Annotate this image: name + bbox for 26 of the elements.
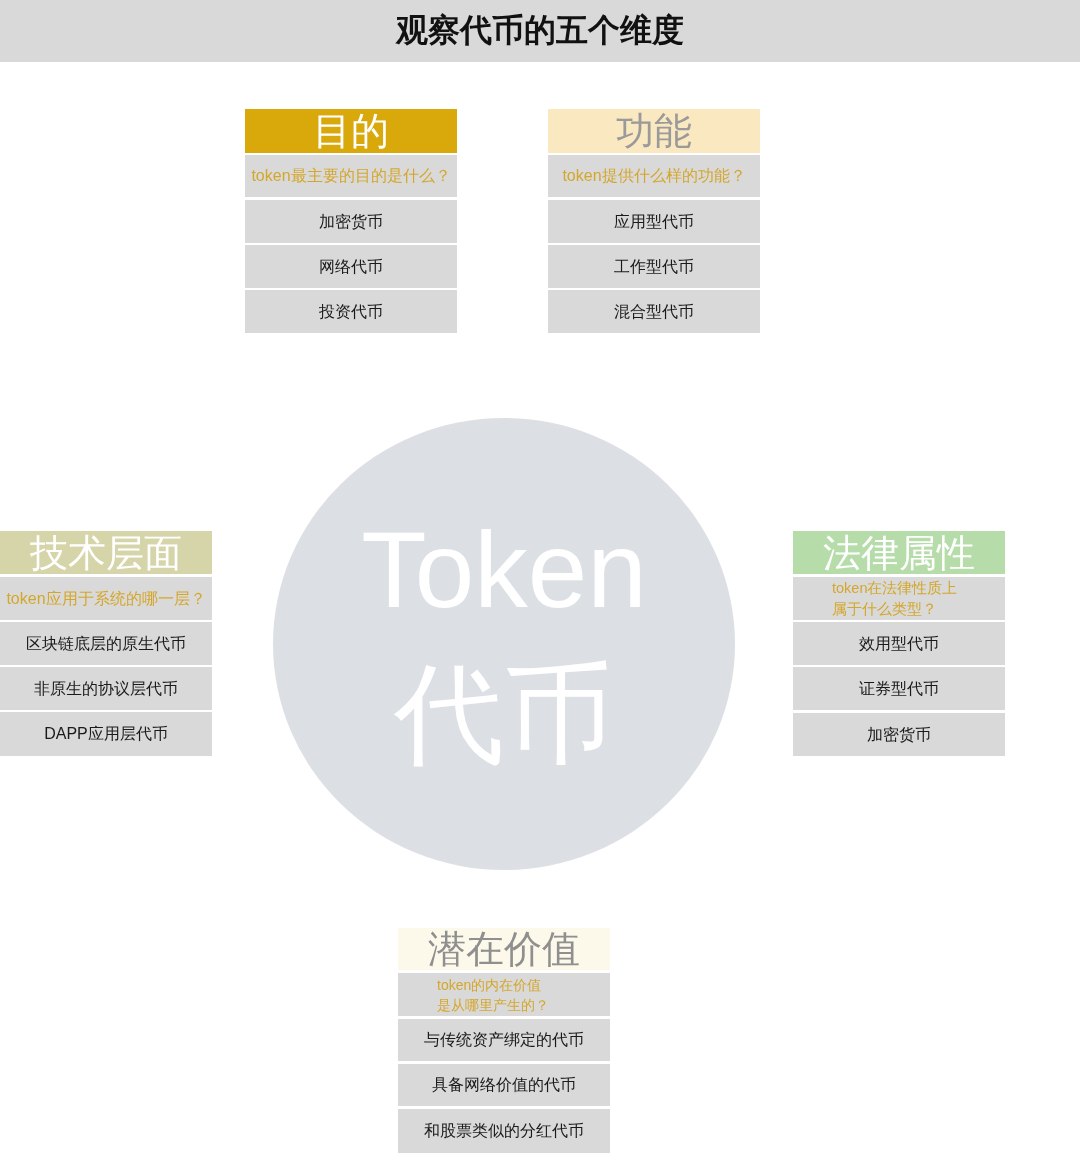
question-cell: token应用于系统的哪一层？ [0, 577, 212, 620]
item-cell: 加密货币 [245, 200, 457, 243]
item-cell: 非原生的协议层代币 [0, 667, 212, 710]
title-bar: 观察代币的五个维度 [0, 0, 1080, 62]
item-cell: 和股票类似的分红代币 [398, 1109, 610, 1153]
item-cell: 应用型代币 [548, 200, 760, 243]
question-cell: token最主要的目的是什么？ [245, 155, 457, 197]
item-cell: 投资代币 [245, 290, 457, 333]
heading-band: 目的 [245, 109, 457, 153]
item-cell: 区块链底层的原生代币 [0, 622, 212, 665]
question-cell: token在法律性质上属于什么类型？ [793, 577, 1005, 620]
heading-band: 法律属性 [793, 531, 1005, 574]
heading-band: 潜在价值 [398, 928, 610, 970]
heading-band: 功能 [548, 109, 760, 153]
item-cell: 具备网络价值的代币 [398, 1064, 610, 1106]
item-cell: 网络代币 [245, 245, 457, 288]
question-cell: token的内在价值是从哪里产生的？ [398, 973, 610, 1016]
heading-band: 技术层面 [0, 531, 212, 574]
item-cell: 加密货币 [793, 713, 1005, 756]
item-cell: 证券型代币 [793, 667, 1005, 710]
item-cell: 混合型代币 [548, 290, 760, 333]
item-cell: 工作型代币 [548, 245, 760, 288]
item-cell: 效用型代币 [793, 622, 1005, 665]
item-cell: 与传统资产绑定的代币 [398, 1019, 610, 1061]
item-cell: DAPP应用层代币 [0, 712, 212, 756]
question-cell: token提供什么样的功能？ [548, 155, 760, 197]
